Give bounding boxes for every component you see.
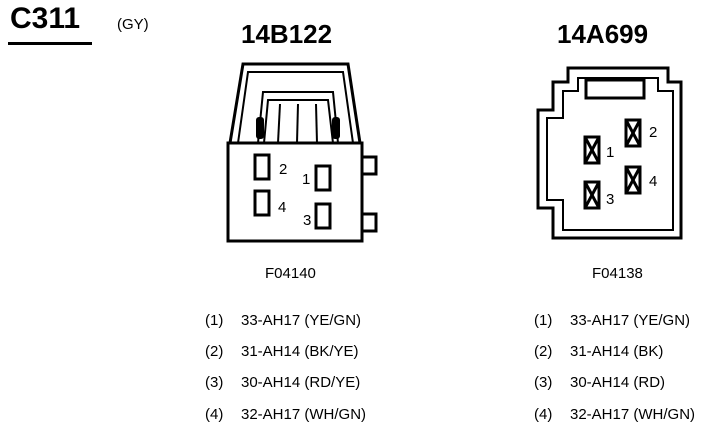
left-pin-row: (1) 33-AH17 (YE/GN) xyxy=(205,312,361,329)
right-pin-row: (3) 30-AH14 (RD) xyxy=(534,374,665,391)
right-cavity-label-1: 1 xyxy=(606,144,614,161)
pin-circuit: 32-AH17 (WH/GN) xyxy=(241,406,367,423)
right-cavity-label-2: 2 xyxy=(649,124,657,141)
right-cavity-1 xyxy=(583,135,601,165)
pin-circuit: 32-AH17 (WH/GN) xyxy=(570,406,696,423)
right-cavity-3 xyxy=(583,180,601,210)
right-cavity-label-4: 4 xyxy=(649,173,657,190)
pin-circuit: 30-AH14 (RD) xyxy=(570,374,666,391)
left-part-number: 14B122 xyxy=(241,19,333,49)
pin-number: (2) xyxy=(205,343,224,360)
right-lock-nub xyxy=(332,117,340,139)
left-cavity-label-3: 3 xyxy=(303,212,311,229)
pin-circuit: 30-AH14 (RD/YE) xyxy=(241,374,361,391)
right-figure-code: F04138 xyxy=(592,265,643,282)
left-cavity-1 xyxy=(314,164,332,192)
left-cavity-2 xyxy=(253,153,271,181)
pin-number: (3) xyxy=(534,374,553,391)
pin-number: (1) xyxy=(534,312,553,329)
pin-number: (1) xyxy=(205,312,224,329)
right-connector-body xyxy=(536,66,683,240)
left-cavity-3 xyxy=(314,202,332,230)
left-pin-row: (2) 31-AH14 (BK/YE) xyxy=(205,343,359,360)
left-cavity-label-1: 1 xyxy=(302,171,310,188)
pin-number: (4) xyxy=(205,406,224,423)
left-pin-row: (4) 32-AH17 (WH/GN) xyxy=(205,406,366,423)
right-cavity-4 xyxy=(624,165,642,195)
left-pin-row: (3) 30-AH14 (RD/YE) xyxy=(205,374,360,391)
right-cavity-2 xyxy=(624,118,642,148)
left-lock-nub xyxy=(256,117,264,139)
right-pin-row: (1) 33-AH17 (YE/GN) xyxy=(534,312,690,329)
left-cavity-label-2: 2 xyxy=(279,161,287,178)
left-figure-code: F04140 xyxy=(265,265,316,282)
right-cavity-label-3: 3 xyxy=(606,191,614,208)
left-cavity-label-4: 4 xyxy=(278,199,286,216)
right-part-number: 14A699 xyxy=(557,19,649,49)
connector-id: C311 xyxy=(10,2,81,35)
pin-number: (3) xyxy=(205,374,224,391)
pin-circuit: 33-AH17 (YE/GN) xyxy=(241,312,362,329)
pin-circuit: 31-AH14 (BK/YE) xyxy=(241,343,359,360)
connector-color-code: (GY) xyxy=(117,16,149,33)
pin-number: (4) xyxy=(534,406,553,423)
right-pin-row: (2) 31-AH14 (BK) xyxy=(534,343,663,360)
right-pin-row: (4) 32-AH17 (WH/GN) xyxy=(534,406,695,423)
connector-id-underline xyxy=(8,42,92,45)
pin-number: (2) xyxy=(534,343,553,360)
pin-circuit: 33-AH17 (YE/GN) xyxy=(570,312,691,329)
pin-circuit: 31-AH14 (BK) xyxy=(570,343,664,360)
left-cavity-4 xyxy=(253,189,271,217)
